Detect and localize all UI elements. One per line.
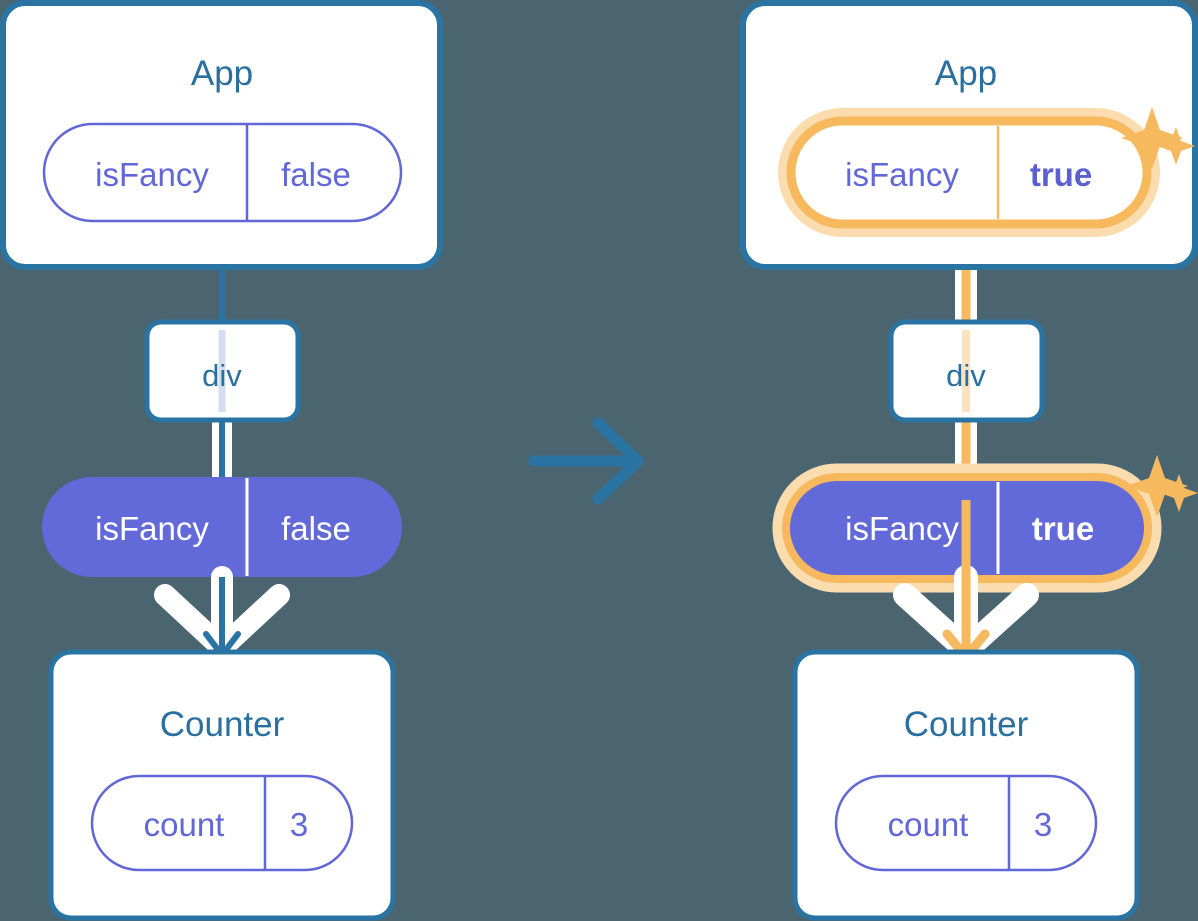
counter-state-key: count: [144, 806, 225, 843]
sparkle-icon-app-small: [1157, 127, 1195, 165]
prop-key: isFancy: [95, 510, 209, 547]
app-state-pill: [42, 122, 403, 223]
prop-value: false: [281, 510, 351, 547]
div-element-label-after: div: [946, 358, 986, 393]
app-state-pill-glow-after: [778, 108, 1160, 237]
app-state-key: isFancy: [95, 156, 209, 193]
counter-title-after: Counter: [904, 705, 1029, 744]
app-state-value-after: true: [1030, 156, 1092, 193]
app-state-pill-after: [786, 116, 1152, 229]
counter-state-pill-after: [834, 774, 1098, 872]
counter-state-value: 3: [290, 806, 308, 843]
div-element-label: div: [202, 358, 242, 393]
app-title: App: [191, 54, 253, 93]
prop-flow-arrow: [203, 577, 241, 658]
counter-title: Counter: [160, 705, 285, 744]
prop-pill: [42, 477, 402, 577]
sparkle-icon-prop-large: [1126, 455, 1188, 517]
sparkle-icon-app-large: [1121, 107, 1183, 169]
prop-value-after: true: [1032, 510, 1094, 547]
sparkle-icon-prop-small: [1160, 474, 1198, 512]
transition-arrow-right-icon: [528, 417, 644, 505]
prop-key-after: isFancy: [845, 510, 959, 547]
counter-state-key-after: count: [888, 806, 969, 843]
counter-state-value-after: 3: [1034, 806, 1052, 843]
app-state-key-after: isFancy: [845, 156, 959, 193]
panel-after: App isFancy true div isFancy true: [740, 0, 1198, 921]
panel-before: App isFancy false div isFancy false Coun…: [0, 0, 443, 921]
counter-state-pill: [90, 774, 354, 872]
app-title-after: App: [935, 54, 997, 93]
app-state-value: false: [281, 156, 351, 193]
